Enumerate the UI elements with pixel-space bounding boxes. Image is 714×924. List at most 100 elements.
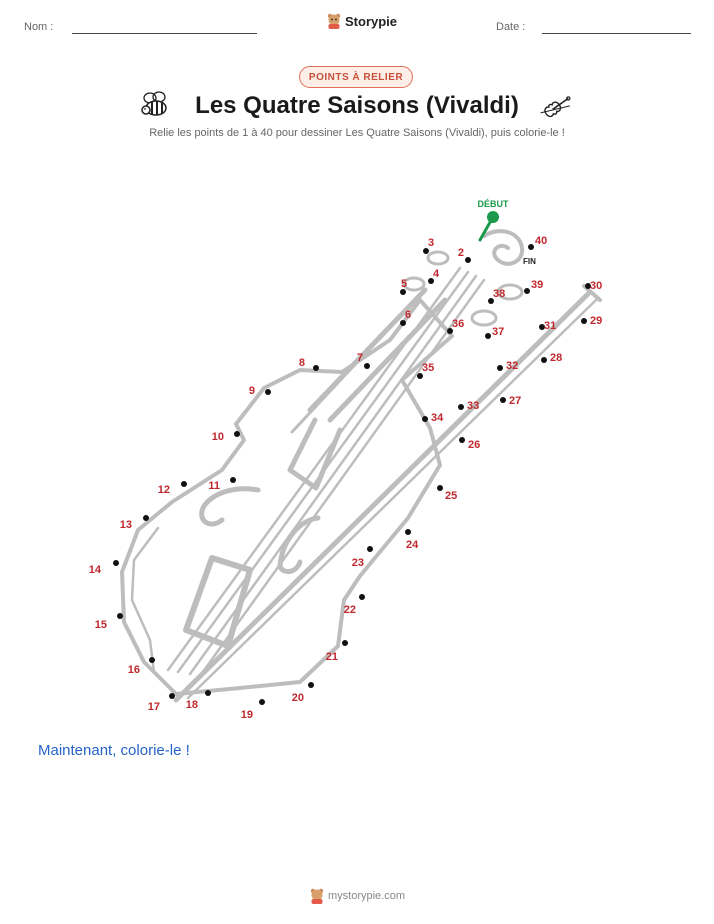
dot-marker [143,515,149,521]
dot-13: 13 [120,515,149,531]
dot-marker [367,546,373,552]
dot-label: 18 [186,699,198,711]
dot-28: 28 [541,352,562,364]
dot-marker [364,363,370,369]
dot-label: 5 [401,278,407,290]
dot-label: 36 [452,318,464,330]
dot-marker [113,560,119,566]
dot-label: 8 [299,357,305,369]
dot-14: 14 [89,560,119,576]
dot-label: 39 [531,279,543,291]
dot-10: 10 [212,431,240,443]
dot-8: 8 [299,357,319,371]
dot-marker [205,690,211,696]
dot-marker [400,289,406,295]
dot-label: 37 [492,326,504,338]
dot-marker [465,257,471,263]
dot-marker [234,431,240,437]
date-label: Date : [496,21,526,33]
dot-label: 26 [468,439,480,451]
dot-label: 33 [467,400,479,412]
dot-label: 4 [433,268,440,280]
start-label: DÉBUT [478,199,510,209]
violin-outline [120,229,602,703]
dot-marker [342,640,348,646]
dot-marker [459,437,465,443]
footer: mystorypie.com [310,888,405,904]
dot-label: 3 [428,237,434,249]
dot-22: 22 [344,594,365,616]
dot-18: 18 [186,690,211,711]
dot-label: 17 [148,701,160,713]
dot-marker [437,485,443,491]
dot-label: 30 [590,280,602,292]
dot-marker [230,477,236,483]
dot-33: 33 [458,400,479,412]
dot-31: 31 [539,320,556,332]
dot-label: 38 [493,288,505,300]
dot-label: 11 [208,480,220,492]
color-prompt: Maintenant, colorie-le ! [38,742,190,759]
dot-marker [169,693,175,699]
dot-6: 6 [400,309,411,326]
dot-15: 15 [95,613,123,631]
dot-marker [524,288,530,294]
start-marker [478,211,499,242]
dot-37: 37 [485,326,504,339]
dot-label: 13 [120,519,132,531]
dot-label: 21 [326,651,338,663]
dot-marker [181,481,187,487]
footer-url: mystorypie.com [328,890,406,902]
dot-20: 20 [292,682,314,704]
dot-23: 23 [352,546,373,569]
date-line [542,33,691,34]
dot-marker [259,699,265,705]
dot-label: 12 [158,484,170,496]
dot-marker [528,244,534,250]
page-title: Les Quatre Saisons (Vivaldi) [195,92,519,119]
dot-label: 35 [422,362,434,374]
dot-marker [581,318,587,324]
dot-29: 29 [581,315,602,327]
dot-label: 23 [352,557,364,569]
dot-label: 34 [431,412,444,424]
dot-label: 10 [212,431,224,443]
dot-30: 30 [585,280,602,292]
dot-marker [447,328,453,334]
dot-label: 28 [550,352,562,364]
dot-marker [428,278,434,284]
instructions: Relie les points de 1 à 40 pour dessiner… [149,127,565,139]
dot-35: 35 [417,362,434,379]
dot-marker [539,324,545,330]
dot-label: 32 [506,360,518,372]
dot-36: 36 [447,318,464,334]
bear-icon [327,13,341,29]
dot-marker [458,404,464,410]
dot-marker [488,298,494,304]
dot-marker [500,397,506,403]
dot-25: 25 [437,485,457,502]
violin-icon [540,96,571,118]
dot-label: 19 [241,709,253,721]
dot-marker [417,373,423,379]
brand-logo: Storypie [327,13,397,29]
dot-marker [308,682,314,688]
dot-16: 16 [128,657,155,676]
dot-21: 21 [326,640,348,663]
dot-3: 3 [423,237,434,254]
name-line [72,33,257,34]
dot-marker [400,320,406,326]
dot-2: 2 [458,247,471,263]
dot-32: 32 [497,360,518,372]
dot-marker [423,248,429,254]
bee-icon [141,91,167,116]
dot-label: 40 [535,235,547,247]
dot-label: 22 [344,604,356,616]
dot-12: 12 [158,481,187,496]
dot-label: 20 [292,692,304,704]
dot-label: 25 [445,490,457,502]
dot-label: 16 [128,664,140,676]
dot-34: 34 [422,412,444,424]
